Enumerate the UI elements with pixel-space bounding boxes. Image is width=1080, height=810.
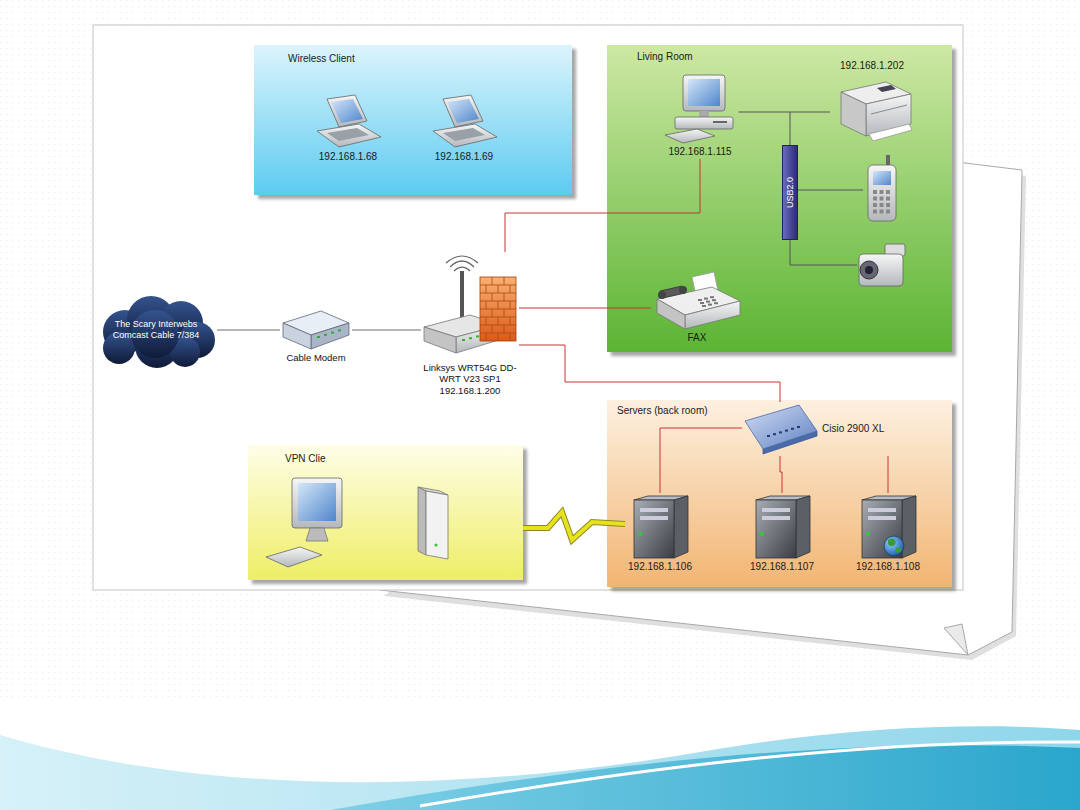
zone-title: VPN Clie: [285, 453, 523, 465]
switch-icon: [743, 403, 819, 455]
cloud-label: The Scary Interwebs Comcast Cable 7/384: [106, 319, 206, 341]
ip-label: 192.168.1.68: [319, 151, 377, 163]
vpn-router-icon: [418, 487, 448, 559]
zone-panel: Servers (back room) Cisio 2900 XL 192.168.…: [607, 400, 952, 587]
router-node: Linksys WRT54G DD-WRT V23 SP1 192.168.1.…: [421, 252, 519, 397]
network-link: [888, 456, 889, 493]
network-link: [780, 456, 782, 493]
network-link: [739, 112, 831, 113]
fax-icon: [652, 269, 742, 331]
network-link: [505, 159, 700, 252]
diagram-frame: [93, 25, 963, 590]
network-link: [352, 330, 421, 331]
camcorder-icon: [859, 244, 905, 286]
usb-devices: [790, 112, 905, 286]
laptop-icon: [313, 95, 383, 150]
server-icon: [854, 494, 922, 560]
ip-label: 192.168.1.106: [628, 561, 692, 573]
server-node: 192.168.1.106: [625, 493, 695, 574]
internet-cloud: The Scary Interwebs Comcast Cable 7/384: [95, 290, 217, 370]
ip-label: 192.168.1.108: [856, 561, 920, 573]
laptop-node: 192.168.1.68: [312, 94, 384, 164]
router-label: Linksys WRT54G DD-WRT V23 SP1 192.168.1.…: [422, 362, 518, 396]
network-link: [519, 308, 651, 309]
router-icon: [422, 253, 518, 361]
network-link: [660, 428, 742, 493]
server-icon: [626, 494, 694, 560]
switch-node: Cisio 2900 XL: [742, 402, 885, 456]
phone-icon: [868, 155, 896, 221]
zone-panel: Wireless Client 192.168.1.68 192.168.1.69: [254, 45, 572, 195]
zone-title: Servers (back room): [617, 405, 952, 417]
texture: [0, 0, 1080, 700]
device-label: FAX: [688, 332, 707, 344]
network-link: [519, 345, 780, 402]
zone-title: Wireless Client: [288, 53, 572, 65]
usb-hub: USB2.0: [782, 145, 798, 240]
bolt-outline: [523, 512, 625, 540]
wave-band: [0, 726, 1080, 810]
device-label: Cisio 2900 XL: [822, 423, 884, 435]
fax-node: FAX: [651, 268, 743, 345]
usb-label: USB2.0: [785, 177, 796, 208]
server-node: 192.168.1.108: [853, 493, 923, 574]
server-icon: [748, 494, 816, 560]
ip-label: 192.168.1.115: [668, 146, 731, 158]
modem-node: Cable Modem: [280, 308, 352, 364]
laptop-node: 192.168.1.69: [428, 94, 500, 164]
zone-panel: VPN Clie: [248, 445, 523, 580]
pc-node: 192.168.1.115: [662, 72, 739, 159]
zone-illustration: [248, 445, 523, 580]
vpn-workstation: [266, 478, 342, 567]
ip-label: 192.168.1.69: [435, 151, 493, 163]
modem-icon: [281, 309, 351, 351]
device-label: Cable Modem: [286, 352, 345, 363]
printer-icon: [831, 74, 913, 144]
pc-icon: [663, 73, 738, 145]
ip-label: 192.168.1.202: [840, 60, 904, 72]
ip-label: 192.168.1.107: [750, 561, 814, 573]
network-link: [217, 330, 280, 331]
laptop-icon: [429, 95, 499, 150]
vpn-link: [523, 512, 625, 540]
zone-title: Living Room: [637, 51, 952, 63]
server-node: 192.168.1.107: [747, 493, 817, 574]
printer-node: 192.168.1.202: [830, 58, 914, 145]
zone-panel: Living Room 192.168.1.115 192.168.1.202USB…: [607, 45, 952, 352]
